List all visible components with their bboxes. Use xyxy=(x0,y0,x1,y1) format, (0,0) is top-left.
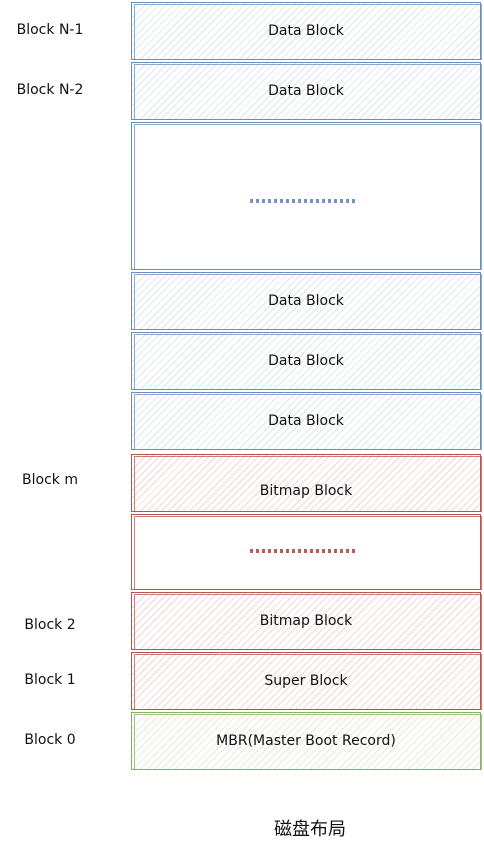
bitmap-region-gap xyxy=(131,514,482,590)
block-label-n-1: Block N-1 xyxy=(16,22,84,38)
bitmap-block-2: Bitmap Block xyxy=(131,592,482,650)
data-block-4: Data Block xyxy=(131,332,482,390)
data-block-4-label: Data Block xyxy=(268,353,344,369)
diagram-title: 磁盘布局 xyxy=(274,819,346,840)
bitmap-block-m: Bitmap Block xyxy=(131,454,482,512)
data-region-ellipsis xyxy=(250,199,358,203)
block-label-0: Block 0 xyxy=(24,732,76,748)
block-label-m: Block m xyxy=(22,472,78,488)
mbr-block: MBR(Master Boot Record) xyxy=(131,712,482,770)
mbr-block-label: MBR(Master Boot Record) xyxy=(216,733,396,749)
data-block-n-2-label: Data Block xyxy=(268,83,344,99)
super-block: Super Block xyxy=(131,652,482,710)
data-block-n-1-label: Data Block xyxy=(268,23,344,39)
data-block-3: Data Block xyxy=(131,272,482,330)
bitmap-block-2-label: Bitmap Block xyxy=(259,613,353,629)
super-block-label: Super Block xyxy=(264,673,348,689)
bitmap-block-m-label: Bitmap Block xyxy=(259,483,353,499)
data-block-3-label: Data Block xyxy=(268,293,344,309)
bitmap-region-ellipsis xyxy=(250,549,358,553)
data-region-gap xyxy=(131,122,482,270)
data-block-5-label: Data Block xyxy=(268,413,344,429)
block-label-2: Block 2 xyxy=(24,617,76,633)
block-label-n-2: Block N-2 xyxy=(16,82,84,98)
data-block-n-2: Data Block xyxy=(131,62,482,120)
data-block-n-1: Data Block xyxy=(131,2,482,60)
data-block-5: Data Block xyxy=(131,392,482,450)
block-label-1: Block 1 xyxy=(24,672,76,688)
